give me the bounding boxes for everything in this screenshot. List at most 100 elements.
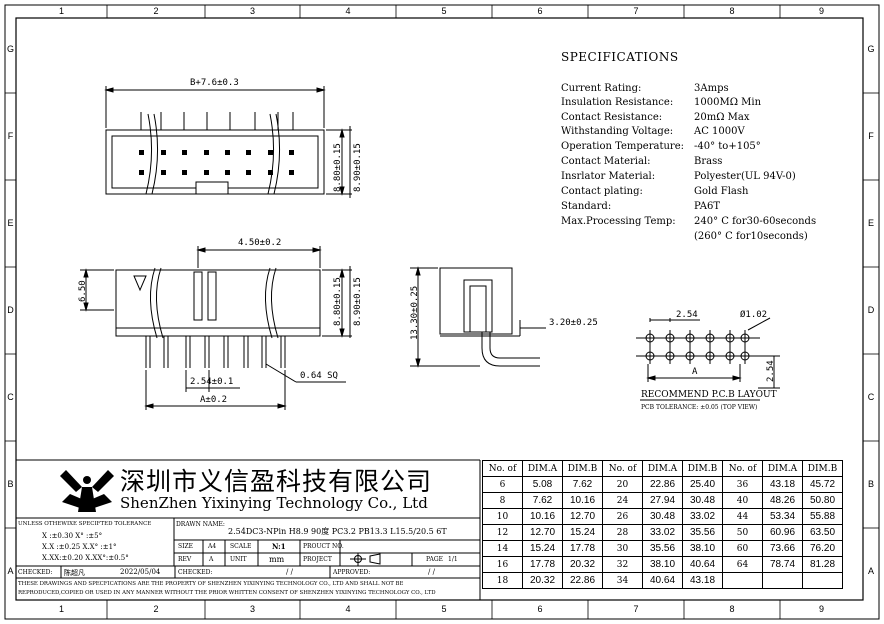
zone-row-c-right: C (867, 392, 875, 402)
table-cell: 10 (482, 508, 523, 525)
approved-date: / / (428, 568, 435, 576)
zone-col-1-bottom: 1 (58, 604, 64, 614)
tolerance-line-1: X :±0.30 X° :±5° (42, 532, 103, 540)
table-cell: 28 (602, 524, 643, 541)
table-cell: 35.56 (642, 540, 683, 557)
table-cell: 10.16 (562, 492, 603, 509)
pcb-pitch: 2.54 (676, 310, 698, 320)
table-cell: 17.78 (562, 540, 603, 557)
table-cell: 7.62 (562, 476, 603, 493)
zone-col-6-bottom: 6 (537, 604, 543, 614)
table-cell: 33.02 (682, 508, 723, 525)
spec-current-rating: Current Rating:3Amps (561, 83, 729, 94)
zone-col-5: 5 (441, 6, 447, 16)
table-cell: 12.70 (522, 524, 563, 541)
zone-col-9-bottom: 9 (818, 604, 824, 614)
table-cell: 16 (482, 556, 523, 573)
pcb-pitch-vertical: 2.54 (766, 360, 776, 382)
table-cell: 73.66 (762, 540, 803, 557)
company-name-cn: 深圳市义信盈科技有限公司 (120, 467, 433, 496)
table-cell: 14 (482, 540, 523, 557)
table-cell: 15.24 (562, 524, 603, 541)
table-cell: 64 (722, 556, 763, 573)
table-cell: 43.18 (762, 476, 803, 493)
table-cell: 10.16 (522, 508, 563, 525)
table-cell: 38.10 (682, 540, 723, 557)
zone-col-8-bottom: 8 (729, 604, 735, 614)
table-cell: 60.96 (762, 524, 803, 541)
dim-side-offset: 4.50±0.2 (238, 238, 282, 248)
table-cell: 12 (482, 524, 523, 541)
dim-total-a: A±0.2 (200, 395, 228, 405)
zone-row-e: E (7, 218, 14, 228)
table-cell: 5.08 (522, 476, 563, 493)
table-cell: 45.72 (802, 476, 843, 493)
drawn-name-value: 2.54DC3-NPin H8.9 90度 PC3.2 PB13.3 L15.5… (228, 527, 447, 536)
spec-contact-resistance: Contact Resistance:20mΩ Max (561, 112, 750, 123)
table-header-row: No. of DIM.A DIM.B No. of DIM.A DIM.B No… (482, 460, 843, 477)
table-cell: 20.32 (562, 556, 603, 573)
dim-top-height-1: 8.80±0.15 (333, 143, 343, 192)
table-cell: 40.64 (682, 556, 723, 573)
dim-side-left: 6.50 (78, 280, 88, 302)
table-cell: 32 (602, 556, 643, 573)
scale-value: N:1 (272, 542, 286, 551)
rev-value: A (209, 556, 214, 563)
zone-row-g-right: G (867, 44, 875, 54)
zone-row-d-right: D (867, 305, 875, 315)
table-cell: 60 (722, 540, 763, 557)
spec-standard: Standard:PA6T (561, 201, 721, 212)
project-label: PROJECT (303, 556, 332, 563)
dim-side-height-1: 8.80±0.15 (333, 277, 343, 326)
header-cell: DIM.B (562, 460, 603, 477)
table-cell: 30.48 (642, 508, 683, 525)
spec-processing-temp: Max.Processing Temp:240° C for30-60secon… (561, 216, 817, 227)
scale-label: SCALE (230, 543, 252, 550)
zone-col-5-bottom: 5 (441, 604, 447, 614)
table-cell: 44 (722, 508, 763, 525)
dim-top-height-2: 8.90±0.15 (353, 143, 363, 192)
dimension-table: No. of DIM.A DIM.B No. of DIM.A DIM.B No… (482, 460, 843, 589)
header-cell: DIM.A (642, 460, 683, 477)
checked-label: CHECKED: (18, 569, 53, 576)
table-cell: 26 (602, 508, 643, 525)
zone-row-d: D (7, 305, 14, 315)
header-cell: No. of (722, 460, 763, 477)
table-cell: 40 (722, 492, 763, 509)
spec-insulation: Insulation Resistance:1000MΩ Min (561, 97, 762, 108)
zone-row-e-right: E (867, 218, 874, 228)
table-cell: 48.26 (762, 492, 803, 509)
dim-end-height: 13.30±0.25 (410, 285, 420, 340)
zone-col-4-bottom: 4 (345, 604, 351, 614)
table-cell: 18 (482, 572, 523, 589)
table-cell: 76.20 (802, 540, 843, 557)
unit-value: mm (269, 555, 285, 564)
checked2-label: CHECKED: (178, 569, 213, 576)
tolerance-line-3: X.XX:±0.20 X.XX°:±0.5° (42, 554, 129, 562)
table-cell: 55.88 (802, 508, 843, 525)
table-cell: 12.70 (562, 508, 603, 525)
checked2-date: / / (286, 568, 293, 576)
table-cell: 63.50 (802, 524, 843, 541)
company-logo (60, 470, 114, 512)
checked-date: 2022/05/04 (120, 568, 161, 576)
table-cell: 78.74 (762, 556, 803, 573)
company-name-en: ShenZhen Yixinying Technology Co., Ltd (120, 494, 428, 512)
table-cell: 22.86 (642, 476, 683, 493)
approved-label: APPROVED: (333, 569, 371, 576)
table-cell: 50.80 (802, 492, 843, 509)
drawn-name-label: DRAWN NAME: (176, 521, 225, 528)
zone-row-b: B (7, 479, 14, 489)
zone-col-8: 8 (729, 6, 735, 16)
zone-row-f-right: F (868, 131, 874, 141)
table-cell: 36 (722, 476, 763, 493)
table-cell: 25.40 (682, 476, 723, 493)
header-cell: DIM.B (682, 460, 723, 477)
table-cell: 35.56 (682, 524, 723, 541)
table-cell (802, 572, 843, 589)
zone-col-3-bottom: 3 (249, 604, 255, 614)
table-cell: 40.64 (642, 572, 683, 589)
